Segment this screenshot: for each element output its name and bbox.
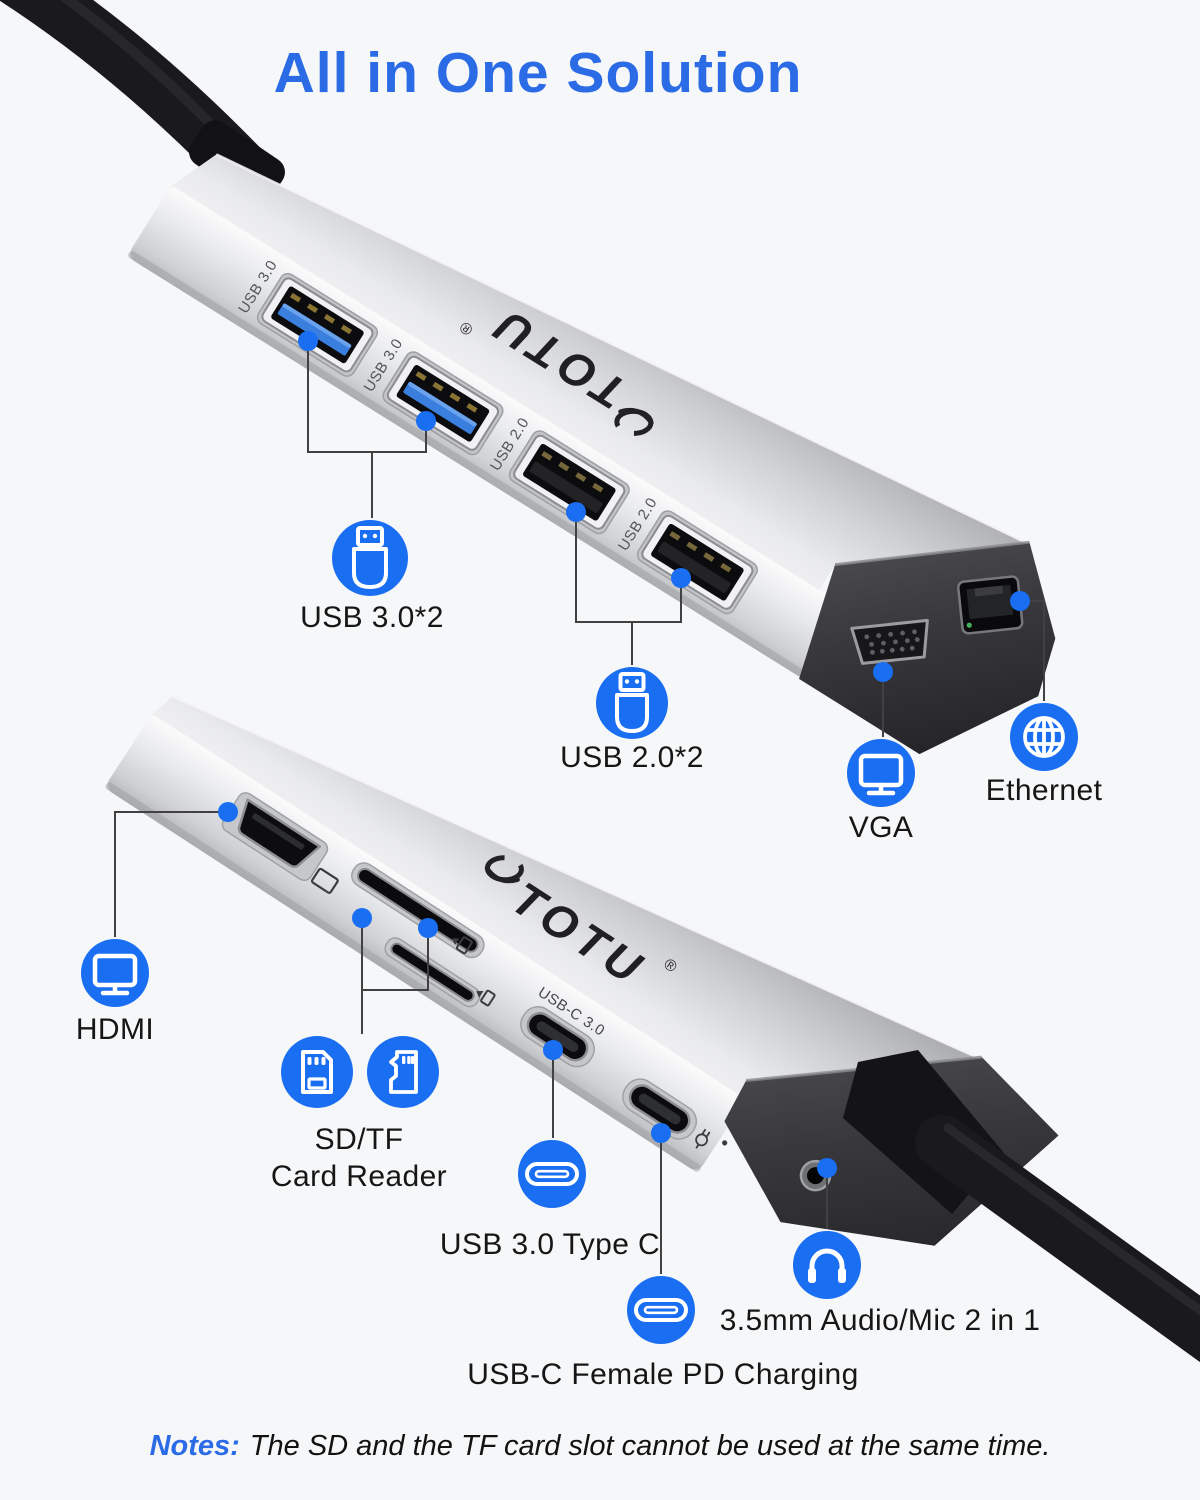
- hdmi-port: [221, 792, 329, 882]
- footnote-text: The SD and the TF card slot cannot be us…: [249, 1430, 1051, 1462]
- hdmi-label: HDMI: [75, 1013, 155, 1046]
- tf-print-icon: [476, 989, 496, 1007]
- led-indicator: [722, 1140, 728, 1146]
- headphones-icon: [793, 1231, 861, 1299]
- bottom-device-cable: [843, 1050, 1200, 1363]
- usb2-port-2: [636, 510, 758, 615]
- usb-drive-icon: [596, 667, 668, 739]
- ethernet-label: Ethernet: [985, 774, 1103, 807]
- charging-print-icon: [695, 1128, 711, 1149]
- port-marker-dots: [218, 331, 1030, 1178]
- hdmi-callout-line: [114, 811, 228, 937]
- audio-label: 3.5mm Audio/Mic 2 in 1: [719, 1304, 1041, 1337]
- usb2-callout-line: [575, 512, 682, 623]
- globe-icon: [1010, 703, 1078, 771]
- display-print-icon: [310, 867, 339, 894]
- sdtf-label-line2: Card Reader: [270, 1160, 448, 1193]
- monitor-icon: [81, 939, 149, 1007]
- sdtf-label-line1: SD/TF: [314, 1123, 404, 1156]
- vga-port: [850, 618, 929, 665]
- usb2-port-1: [508, 430, 630, 535]
- usb-c-icon: [518, 1140, 586, 1208]
- usb-c-3-port: [520, 1006, 595, 1068]
- usb3-port-2: [382, 351, 504, 456]
- footnote-prefix: Notes:: [149, 1430, 240, 1462]
- usb-drive-icon: [332, 520, 408, 596]
- usb-c-icon: [627, 1276, 695, 1344]
- usb3-callout-line: [307, 341, 427, 453]
- usbcpd-label: USB-C Female PD Charging: [467, 1358, 859, 1391]
- micro-sd-icon: [367, 1036, 439, 1108]
- bottom-device-top-face: [150, 696, 983, 1097]
- usb2-label: USB 2.0*2: [560, 741, 704, 774]
- monitor-icon: [847, 739, 915, 807]
- usb3-port-1: [256, 272, 379, 377]
- sd-card-slot: [351, 862, 485, 959]
- vga-label: VGA: [848, 811, 914, 844]
- callout-lines: [114, 341, 1045, 1274]
- totu-swoosh-icon: [614, 407, 654, 436]
- top-device-top-face: [170, 154, 1029, 592]
- usbc3-label: USB 3.0 Type C: [439, 1228, 661, 1261]
- totu-swoosh-icon: [484, 855, 524, 884]
- footnote: Notes: The SD and the TF card slot cannot…: [150, 1430, 1051, 1463]
- tf-callout-line: [362, 928, 429, 991]
- top-device: TOTU ® USB 3.0: [128, 153, 1056, 755]
- sdtf-label: SD/TF Card Reader: [271, 1121, 447, 1195]
- usb-c-pd-port: [622, 1078, 698, 1140]
- usb3-label: USB 3.0*2: [300, 601, 444, 634]
- sd-print-icon: [452, 936, 473, 955]
- page-title: All in One Solution: [273, 41, 803, 105]
- sd-card-icon: [281, 1036, 353, 1108]
